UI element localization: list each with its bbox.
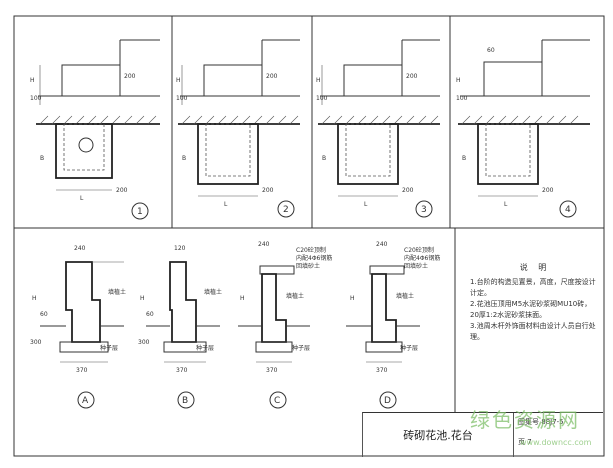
plan-detail-1: H 200 100 L 200 B 1 <box>30 39 160 220</box>
svg-text:60: 60 <box>40 311 48 318</box>
svg-text:300: 300 <box>30 339 42 346</box>
page-label: 页 <box>518 438 525 446</box>
svg-text:填植土: 填植土 <box>396 292 414 300</box>
svg-text:H: H <box>32 295 37 302</box>
dim-L: L <box>80 195 84 202</box>
plan-detail-3: H 200 100 L 200 B 3 <box>316 39 440 218</box>
svg-text:240: 240 <box>74 245 86 252</box>
svg-text:B: B <box>462 155 466 162</box>
dim-100: 100 <box>30 95 42 102</box>
svg-text:370: 370 <box>376 367 388 374</box>
svg-text:H: H <box>456 77 461 84</box>
svg-text:200: 200 <box>262 187 274 194</box>
svg-text:填植土: 填植土 <box>108 288 126 296</box>
page-value: 7 <box>527 438 532 446</box>
note-item-3: 3.池周木杆外饰面材料由设计人员自行处理。 <box>470 322 596 341</box>
svg-text:60: 60 <box>487 47 495 54</box>
svg-text:内配4Φ6钢筋: 内配4Φ6钢筋 <box>296 254 332 262</box>
detail-marker-C <box>269 391 287 409</box>
atlas-code: 图集号 88J7-5 <box>518 417 564 427</box>
svg-text:C: C <box>274 396 280 406</box>
svg-text:240: 240 <box>376 241 388 248</box>
notes-block: 说 明 1.台阶的构造见置景，高度，尺度按设计计定。 2.花池压顶用M5水泥砂浆… <box>470 262 600 343</box>
svg-text:H: H <box>140 295 145 302</box>
svg-text:H: H <box>240 295 245 302</box>
svg-text:H: H <box>316 77 321 84</box>
dim-B: B <box>40 155 44 162</box>
svg-text:4: 4 <box>565 205 571 215</box>
title-block: 砖砌花池.花台 图集号 88J7-5 页 7 <box>362 412 603 457</box>
svg-text:370: 370 <box>176 367 188 374</box>
atlas-code-label: 图集号 <box>518 418 539 426</box>
svg-text:240: 240 <box>258 241 270 248</box>
detail-marker-2 <box>277 200 295 218</box>
svg-text:D: D <box>384 396 391 406</box>
svg-text:C20砼顶制: C20砼顶制 <box>296 246 326 254</box>
svg-text:填植土: 填植土 <box>204 288 222 296</box>
section-detail-A: 240 填植土 种子层 H 60 300 370 A <box>30 245 126 409</box>
svg-text:200: 200 <box>402 187 414 194</box>
section-detail-C: 240 C20砼顶制 内配4Φ6钢筋 回填砂土 填植土 种子层 H 370 C <box>238 241 332 409</box>
detail-marker-1 <box>131 202 149 220</box>
atlas-code-value: 88J7-5 <box>541 418 564 426</box>
svg-text:H: H <box>176 77 181 84</box>
watermark-logo: 绿色资源网 <box>470 408 580 432</box>
detail-marker-B <box>177 391 195 409</box>
svg-text:回填砂土: 回填砂土 <box>296 262 320 270</box>
svg-text:种子层: 种子层 <box>196 344 214 352</box>
svg-text:L: L <box>364 201 368 208</box>
detail-marker-D <box>379 391 397 409</box>
note-item-1: 1.台阶的构造见置景，高度，尺度按设计计定。 <box>470 278 596 297</box>
svg-text:2: 2 <box>283 205 289 215</box>
svg-text:填植土: 填植土 <box>286 292 304 300</box>
svg-text:B: B <box>322 155 326 162</box>
svg-text:100: 100 <box>316 95 328 102</box>
watermark-url: www.downcc.com <box>520 438 592 447</box>
svg-text:200: 200 <box>542 187 554 194</box>
svg-text:L: L <box>504 201 508 208</box>
note-item-2: 2.花池压顶用M5水泥砂浆砌MU10砖，20厚1:2水泥砂浆抹面。 <box>470 300 592 319</box>
svg-text:种子层: 种子层 <box>400 344 418 352</box>
svg-text:100: 100 <box>176 95 188 102</box>
notes-title: 说 明 <box>519 263 551 272</box>
svg-text:B: B <box>182 396 188 406</box>
svg-text:内配4Φ6钢筋: 内配4Φ6钢筋 <box>404 254 440 262</box>
dim-200: 200 <box>124 73 136 80</box>
svg-text:3: 3 <box>421 205 427 215</box>
sheet-frame <box>13 15 605 457</box>
svg-text:60: 60 <box>146 311 154 318</box>
detail-marker-A <box>77 391 95 409</box>
dim-H: H <box>30 77 35 84</box>
svg-text:H: H <box>350 295 355 302</box>
svg-text:A: A <box>82 396 89 406</box>
svg-text:120: 120 <box>174 245 186 252</box>
svg-text:1: 1 <box>137 207 143 217</box>
svg-text:200: 200 <box>406 73 418 80</box>
svg-text:种子层: 种子层 <box>100 344 118 352</box>
svg-text:L: L <box>224 201 228 208</box>
detail-marker-3 <box>415 200 433 218</box>
plan-detail-2: H 200 100 L 200 B 2 <box>176 39 300 218</box>
svg-text:C20砼顶制: C20砼顶制 <box>404 246 434 254</box>
svg-text:B: B <box>182 155 186 162</box>
section-detail-B: 120 填植土 种子层 H 60 300 370 B <box>138 245 222 409</box>
detail-marker-4 <box>559 200 577 218</box>
svg-text:370: 370 <box>76 367 88 374</box>
page-number: 页 7 <box>518 437 532 447</box>
plan-detail-4: 60 H 100 L 200 B 4 <box>456 39 590 218</box>
section-detail-D: 240 C20砼顶制 内配4Φ6钢筋 回填砂土 填植土 种子层 H 370 D <box>346 241 440 409</box>
svg-text:回填砂土: 回填砂土 <box>404 262 428 270</box>
svg-text:300: 300 <box>138 339 150 346</box>
drawing-title: 砖砌花池.花台 <box>363 413 514 457</box>
svg-text:200: 200 <box>266 73 278 80</box>
svg-text:370: 370 <box>266 367 278 374</box>
svg-text:100: 100 <box>456 95 468 102</box>
svg-text:200: 200 <box>116 187 128 194</box>
svg-text:种子层: 种子层 <box>292 344 310 352</box>
